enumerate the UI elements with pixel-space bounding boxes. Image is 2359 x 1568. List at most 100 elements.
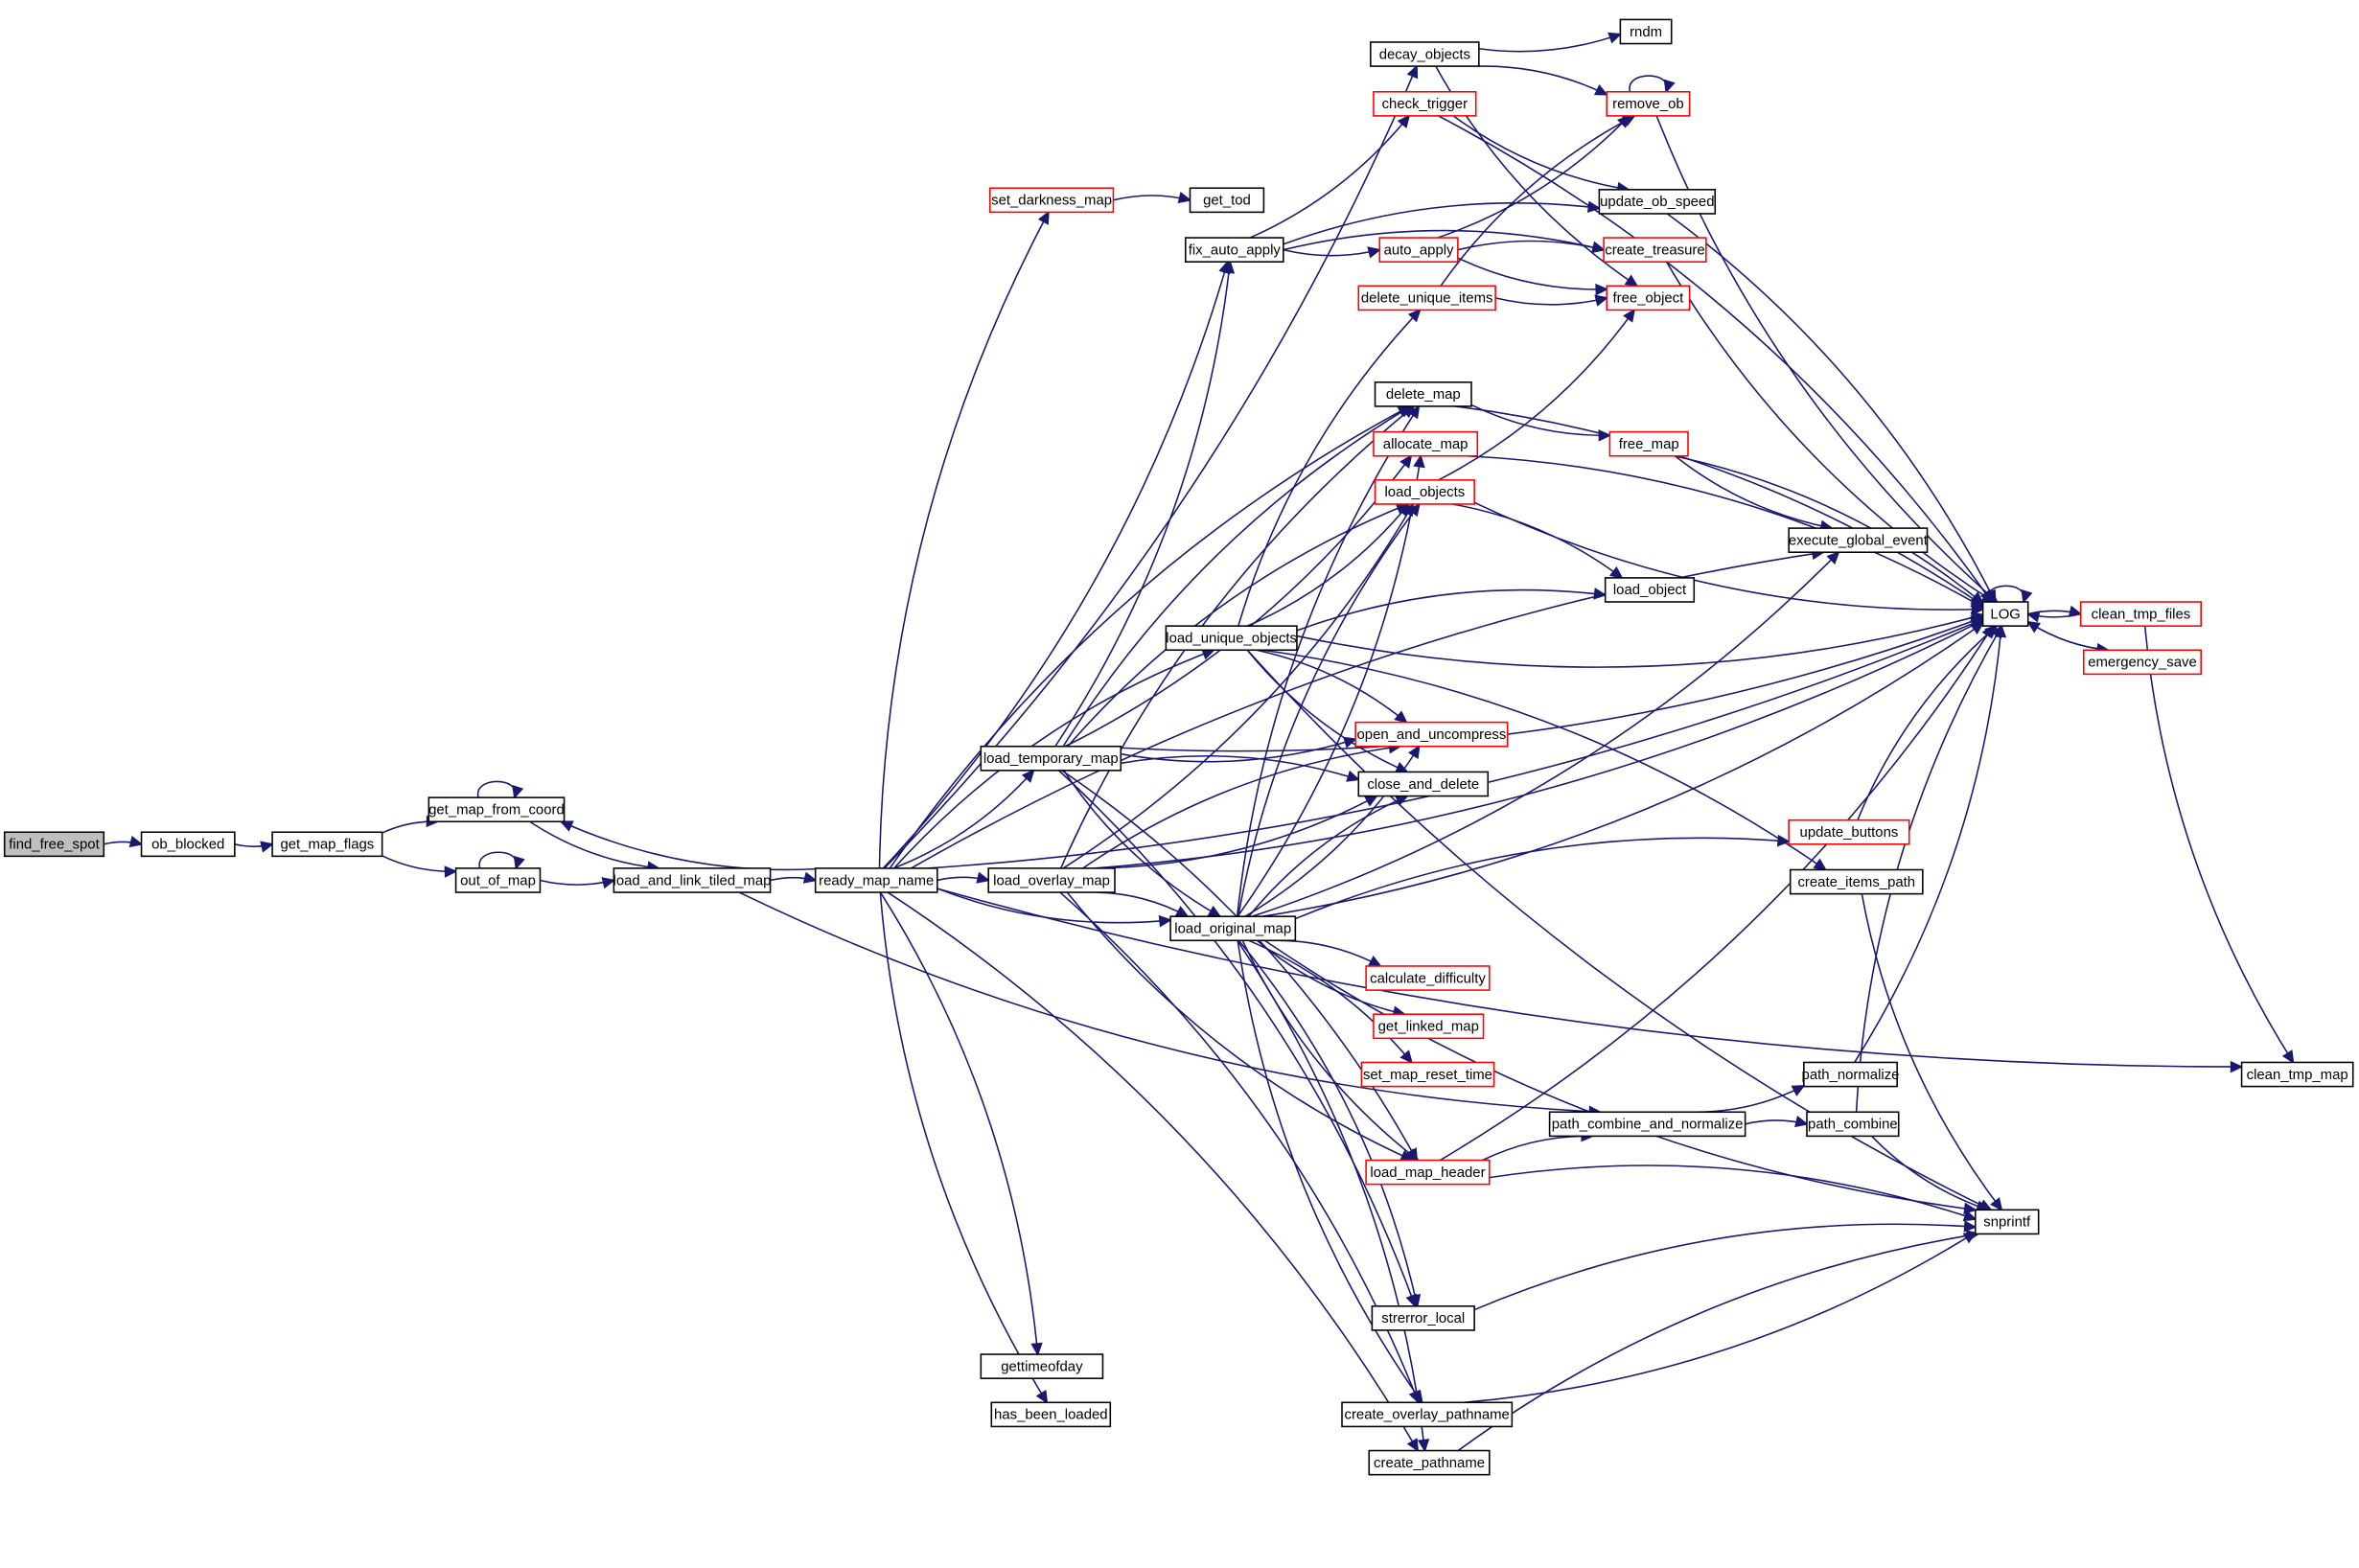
node-ready_map_name[interactable]: ready_map_name [814,867,938,893]
node-box-get_map_flags[interactable] [271,831,383,858]
node-box-ob_blocked[interactable] [140,831,236,858]
node-out_of_map[interactable]: out_of_map [454,867,542,893]
node-get_map_from_coord[interactable]: get_map_from_coord [428,796,566,823]
node-update_ob_speed[interactable]: update_ob_speed [1598,189,1717,215]
node-box-has_been_loaded[interactable] [990,1401,1112,1428]
node-load_original_map[interactable]: load_original_map [1169,915,1297,942]
node-box-open_and_uncompress[interactable] [1354,721,1509,748]
node-box-ready_map_name[interactable] [814,867,938,893]
node-box-load_unique_objects[interactable] [1165,625,1298,652]
node-box-remove_ob[interactable] [1606,90,1691,117]
node-box-set_darkness_map[interactable] [988,187,1115,214]
node-box-load_map_header[interactable] [1365,1159,1491,1186]
node-box-create_pathname[interactable] [1368,1449,1491,1476]
node-remove_ob[interactable]: remove_ob [1606,90,1691,117]
node-path_normalize[interactable]: path_normalize [1802,1061,1900,1088]
node-box-gettimeofday[interactable] [980,1353,1104,1379]
node-box-decay_objects[interactable] [1370,41,1480,67]
node-box-out_of_map[interactable] [454,867,542,893]
node-box-delete_map[interactable] [1374,381,1472,407]
node-emergency_save[interactable]: emergency_save [2082,649,2202,676]
node-update_buttons[interactable]: update_buttons [1788,819,1910,845]
node-box-get_map_from_coord[interactable] [428,796,566,823]
node-ob_blocked[interactable]: ob_blocked [140,831,236,858]
node-box-clean_tmp_map[interactable] [2240,1061,2354,1088]
node-box-emergency_save[interactable] [2082,649,2202,676]
node-allocate_map[interactable]: allocate_map [1373,430,1479,457]
node-clean_tmp_files[interactable]: clean_tmp_files [2079,601,2202,627]
node-box-path_combine_and_normalize[interactable] [1548,1111,1746,1138]
node-calculate_difficulty[interactable]: calculate_difficulty [1365,965,1491,991]
node-snprintf[interactable]: snprintf [1974,1209,2040,1235]
node-box-create_items_path[interactable] [1789,868,1924,895]
node-box-rndm[interactable] [1619,18,1673,45]
node-load_and_link_tiled_map[interactable]: load_and_link_tiled_map [613,867,772,893]
node-strerror_local[interactable]: strerror_local [1371,1305,1475,1331]
node-load_overlay_map[interactable]: load_overlay_map [987,867,1116,893]
node-LOG[interactable]: LOG [1981,601,2029,627]
node-create_items_path[interactable]: create_items_path [1789,868,1924,895]
node-execute_global_event[interactable]: execute_global_event [1788,527,1929,553]
node-box-fix_auto_apply[interactable] [1184,237,1284,263]
node-fix_auto_apply[interactable]: fix_auto_apply [1184,237,1284,263]
node-box-set_map_reset_time[interactable] [1360,1061,1495,1088]
node-box-load_overlay_map[interactable] [987,867,1116,893]
node-path_combine_and_normalize[interactable]: path_combine_and_normalize [1548,1111,1746,1138]
node-create_treasure[interactable]: create_treasure [1603,237,1707,263]
node-set_map_reset_time[interactable]: set_map_reset_time [1360,1061,1495,1088]
node-free_object[interactable]: free_object [1606,285,1691,311]
node-box-create_overlay_pathname[interactable] [1341,1401,1514,1428]
node-box-update_buttons[interactable] [1788,819,1910,845]
node-box-get_linked_map[interactable] [1373,1013,1485,1040]
node-load_unique_objects[interactable]: load_unique_objects [1165,625,1298,652]
node-free_map[interactable]: free_map [1608,430,1689,457]
node-box-free_map[interactable] [1608,430,1689,457]
node-box-find_free_spot[interactable] [3,831,105,858]
node-delete_map[interactable]: delete_map [1374,381,1472,407]
node-load_objects[interactable]: load_objects [1374,479,1475,505]
node-get_tod[interactable]: get_tod [1189,187,1265,214]
node-get_linked_map[interactable]: get_linked_map [1373,1013,1485,1040]
node-check_trigger[interactable]: check_trigger [1373,90,1477,117]
node-has_been_loaded[interactable]: has_been_loaded [990,1401,1112,1428]
node-box-get_tod[interactable] [1189,187,1265,214]
node-box-LOG[interactable] [1981,601,2029,627]
node-box-delete_unique_items[interactable] [1357,285,1496,311]
node-create_pathname[interactable]: create_pathname [1368,1449,1491,1476]
node-gettimeofday[interactable]: gettimeofday [980,1353,1104,1379]
node-box-free_object[interactable] [1606,285,1691,311]
node-box-path_normalize[interactable] [1803,1061,1898,1088]
node-box-load_temporary_map[interactable] [980,745,1122,772]
node-box-auto_apply[interactable] [1378,237,1459,263]
node-box-snprintf[interactable] [1974,1209,2040,1235]
node-box-calculate_difficulty[interactable] [1365,965,1491,991]
node-box-clean_tmp_files[interactable] [2079,601,2202,627]
node-box-load_object[interactable] [1604,577,1696,603]
node-load_temporary_map[interactable]: load_temporary_map [980,745,1122,772]
node-box-allocate_map[interactable] [1373,430,1479,457]
node-create_overlay_pathname[interactable]: create_overlay_pathname [1341,1401,1514,1428]
node-get_map_flags[interactable]: get_map_flags [271,831,383,858]
node-path_combine[interactable]: path_combine [1806,1111,1900,1138]
node-delete_unique_items[interactable]: delete_unique_items [1357,285,1496,311]
node-box-load_and_link_tiled_map[interactable] [613,867,772,893]
node-box-strerror_local[interactable] [1371,1305,1475,1331]
node-box-path_combine[interactable] [1806,1111,1900,1138]
node-box-check_trigger[interactable] [1373,90,1477,117]
node-load_object[interactable]: load_object [1604,577,1696,603]
node-close_and_delete[interactable]: close_and_delete [1357,771,1490,797]
node-load_map_header[interactable]: load_map_header [1365,1159,1491,1186]
node-box-load_original_map[interactable] [1169,915,1297,942]
node-set_darkness_map[interactable]: set_darkness_map [988,187,1115,214]
node-decay_objects[interactable]: decay_objects [1370,41,1480,67]
node-box-execute_global_event[interactable] [1788,527,1929,553]
node-box-create_treasure[interactable] [1603,237,1707,263]
node-find_free_spot[interactable]: find_free_spot [3,831,105,858]
node-clean_tmp_map[interactable]: clean_tmp_map [2240,1061,2354,1088]
node-auto_apply[interactable]: auto_apply [1378,237,1459,263]
node-box-update_ob_speed[interactable] [1598,189,1717,215]
node-box-close_and_delete[interactable] [1357,771,1490,797]
node-open_and_uncompress[interactable]: open_and_uncompress [1354,721,1509,748]
node-box-load_objects[interactable] [1374,479,1475,505]
node-rndm[interactable]: rndm [1619,18,1673,45]
